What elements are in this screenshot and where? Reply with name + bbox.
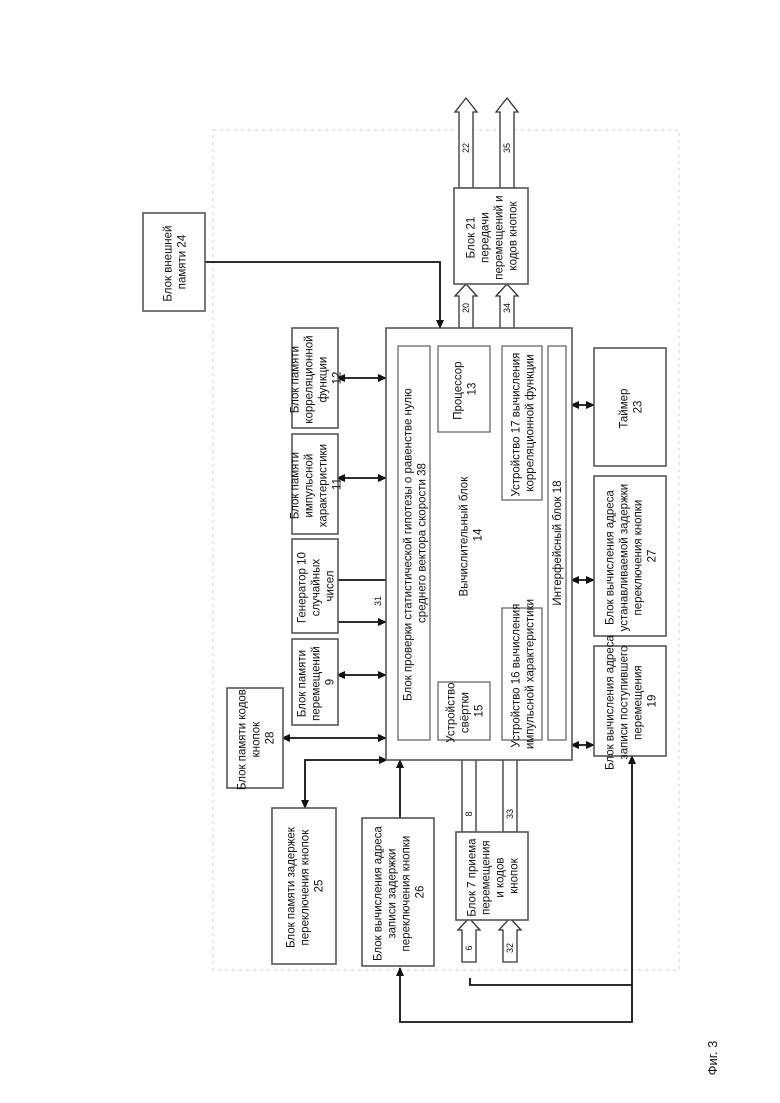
label-line: Блок проверки статистической гипотезы о … xyxy=(403,388,415,701)
label-line: 12 xyxy=(332,372,344,385)
label-line: кнопок xyxy=(251,721,263,757)
label-line: памяти 24 xyxy=(177,234,189,289)
label-line: Блок 7 приема xyxy=(467,838,479,917)
label-line: Устройство 16 вычисления xyxy=(511,604,523,748)
label-line: передачи xyxy=(480,212,492,262)
bus-32 xyxy=(499,918,521,962)
label-line: Интерфейсный блок 18 xyxy=(552,480,564,605)
signal-33: 33 xyxy=(505,809,515,819)
label-line: характеристики xyxy=(318,444,330,527)
label-line: Блок вычисления адреса xyxy=(605,490,617,625)
bus-to-26 xyxy=(400,968,632,1022)
label-line: корреляционной xyxy=(304,335,316,423)
label-block-18: Интерфейсный блок 18 xyxy=(552,480,564,605)
label-line: 15 xyxy=(474,705,486,718)
label-line: Блок внешней xyxy=(163,226,175,302)
label-line: среднего вектора скорости 38 xyxy=(417,463,429,623)
label-line: импульсной xyxy=(304,454,316,518)
label-line: функции xyxy=(318,357,330,403)
label-line: Блок памяти xyxy=(290,346,302,413)
label-line: 28 xyxy=(265,732,277,745)
label-line: Устройство 17 вычисления xyxy=(511,353,523,497)
label-line: свёртки xyxy=(460,692,472,733)
label-line: Устройство xyxy=(446,683,458,743)
label-line: 23 xyxy=(633,401,645,414)
label-line: кнопок xyxy=(509,857,521,893)
label-line: Блок памяти задержек xyxy=(286,826,298,948)
label-line: переключения кнопок xyxy=(300,829,312,946)
label-line: Блок вычисления адреса xyxy=(373,826,385,961)
signal-8: 8 xyxy=(464,811,474,816)
label-line: 27 xyxy=(647,550,659,563)
label-line: 26 xyxy=(415,886,427,899)
label-line: записи поступившего xyxy=(619,646,631,760)
signal-35: 35 xyxy=(502,143,512,153)
label-line: Блок 21 xyxy=(466,217,478,259)
label-line: Процессор xyxy=(453,361,465,419)
signal-31: 31 xyxy=(373,596,383,606)
label-line: 19 xyxy=(647,695,659,708)
signal-20: 20 xyxy=(461,303,471,313)
signal-6: 6 xyxy=(464,945,474,950)
label-line: 25 xyxy=(314,880,326,893)
label-line: 9 xyxy=(325,679,337,685)
label-line: переключения кнопки xyxy=(633,500,645,616)
label-line: 13 xyxy=(467,383,479,396)
label-line: чисел xyxy=(325,571,337,602)
label-line: переключения кнопки xyxy=(401,836,413,952)
label-line: записи задержки xyxy=(387,849,399,939)
label-line: Таймер xyxy=(619,389,631,429)
bus-6 xyxy=(458,918,480,962)
label-line: кодов кнопок xyxy=(508,200,520,270)
label-line: перемещений и xyxy=(494,195,506,279)
label-line: Генератор 10 xyxy=(297,552,309,623)
label-line: корреляционной функции xyxy=(525,354,537,491)
label-line: случайных xyxy=(311,559,323,617)
label-line: Блок памяти xyxy=(297,650,309,717)
label-line: 11 xyxy=(332,478,344,490)
label-line: 14 xyxy=(473,528,485,541)
line-24-to-main xyxy=(205,262,440,328)
label-line: импульсной характеристики xyxy=(525,599,537,749)
label-line: Вычислительный блок xyxy=(459,476,471,597)
label-line: Блок вычисления адреса xyxy=(605,635,617,770)
label-line: перемещения xyxy=(481,840,493,914)
signal-22: 22 xyxy=(461,143,471,153)
link-25-main xyxy=(305,760,386,808)
signal-32: 32 xyxy=(505,943,515,953)
label-line: перемещения xyxy=(633,665,645,739)
label-line: Блок памяти кодов xyxy=(237,689,249,790)
figure-caption: Фиг. 3 xyxy=(705,1041,720,1076)
label-line: и кодов xyxy=(495,858,507,898)
label-line: устанавливаемой задержки xyxy=(619,484,631,632)
label-line: перемещений xyxy=(311,646,323,721)
label-line: Блок памяти xyxy=(290,452,302,519)
signal-34: 34 xyxy=(502,303,512,313)
